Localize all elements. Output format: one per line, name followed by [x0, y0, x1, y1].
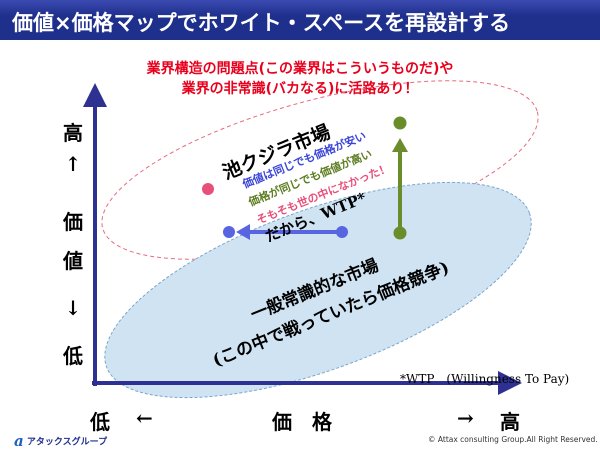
headline-line-1: 業界構造の問題点(この業界はこういうものだ)や — [146, 61, 454, 77]
x-axis-high: 高 — [500, 410, 520, 434]
x-axis-label: 価 格 — [272, 410, 332, 434]
green-dot-start — [393, 226, 407, 240]
title-shine — [0, 0, 600, 16]
footer-copyright: © Attax consulting Group.All Right Reser… — [428, 435, 598, 444]
y-axis-down-arrow: ↓ — [64, 296, 82, 320]
x-axis-right-arrow: → — [457, 406, 474, 430]
blue-dot-start — [336, 226, 348, 238]
y-axis-up-arrow: ↑ — [64, 152, 82, 176]
wtp-footnote: *WTP (Willingness To Pay) — [400, 372, 570, 386]
footer-logo: a アタックスグループ — [14, 432, 107, 450]
green-dot-end — [393, 116, 407, 130]
x-axis-left-arrow: ← — [136, 406, 153, 430]
y-axis-high: 高 — [63, 121, 83, 145]
blue-arrow-head — [236, 224, 250, 240]
x-axis-low: 低 — [90, 410, 110, 434]
y-axis-label-1: 価 — [63, 210, 83, 234]
logo-mark-icon: a — [14, 432, 24, 450]
pink-dot — [202, 183, 214, 195]
lower-zone-ellipse — [104, 181, 532, 399]
title-bar: 価値×価格マップでホワイト・スペースを再設計する — [0, 0, 600, 40]
y-axis-label-2: 値 — [63, 249, 83, 273]
green-arrow-head — [392, 138, 408, 152]
page-title: 価値×価格マップでホワイト・スペースを再設計する — [12, 11, 511, 35]
y-axis-low: 低 — [63, 344, 83, 368]
logo-text: アタックスグループ — [26, 437, 108, 448]
headline-line-2: 業界の非常識(バカなる)に活路あり！ — [181, 81, 419, 97]
blue-dot-end — [223, 226, 235, 238]
